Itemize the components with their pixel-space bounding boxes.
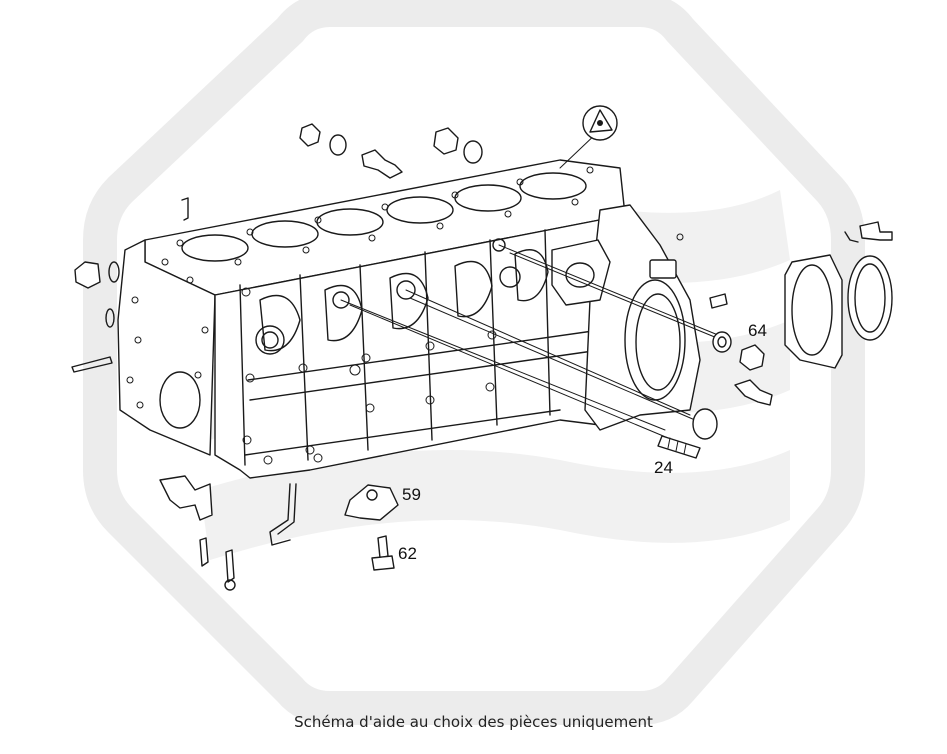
bolts-bottom-part [199,537,236,591]
part-label-64: 64 [748,321,767,340]
drain-plug-part [299,123,347,156]
freeze-plug-part [692,408,718,440]
triangular-cap-part [582,105,618,141]
oil-pump-bracket-part [344,484,399,521]
leader-lines [340,129,723,439]
plug-washer-part [433,127,483,164]
bolt-62-part [371,535,395,571]
sensor-part [361,149,403,179]
part-label-24: 24 [654,458,673,477]
dipstick-tube-part [269,483,297,546]
part-label-62: 62 [398,544,417,563]
dowel-part [709,293,728,309]
temp-sensor-part [734,379,773,406]
engine-block [117,159,701,479]
seal-ring-64-part [712,331,732,353]
loose-parts [71,105,893,591]
main-bearing-cap-part [159,475,213,521]
part-label-59: 59 [402,485,421,504]
rear-seal-carrier-part [784,221,893,369]
diagram-caption: Schéma d'aide au choix des pièces unique… [294,713,653,731]
stud-24-part [657,435,701,459]
hex-plug-part [739,344,765,371]
front-plug-part [71,197,189,373]
